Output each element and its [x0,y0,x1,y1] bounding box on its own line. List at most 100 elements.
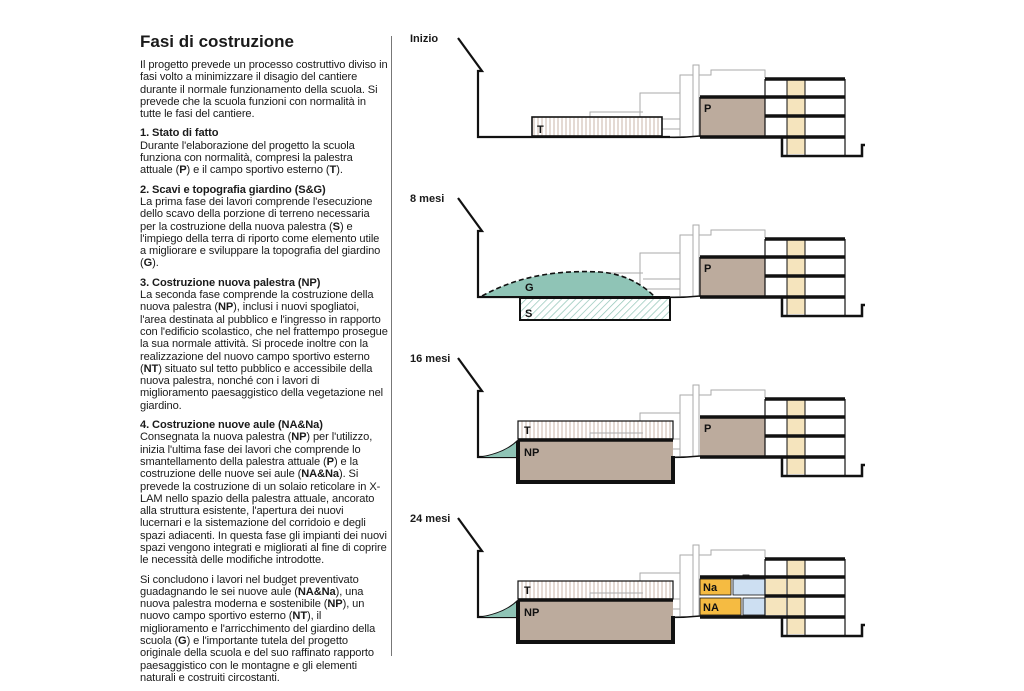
garden-slope-edge [479,599,519,618]
existing-building-outline [639,544,766,592]
section-body-text: ) e l'impiego della terra di riporto com… [140,220,381,270]
existing-gym-P [700,258,765,296]
classroom-extension [766,579,786,595]
outline-behind [589,592,643,598]
section-body-abbr: P [179,164,187,177]
conclusion-paragraph: Si concludono i lavori nel budget preven… [140,574,388,685]
phase-diagram-nuova-palestra: T NP P [457,357,865,484]
cliff-terrain-line [457,197,520,299]
conclusion-text: ), un nuovo campo sportivo esterno ( [140,598,365,623]
phase-label-scavi: 8 mesi [410,193,445,205]
existing-building-outline [639,384,766,432]
phase-label-stato-di-fatto: Inizio [410,33,439,45]
new-gym-walls [516,601,675,644]
conclusion-abbr: G [178,635,187,648]
garden-slope-edge [479,439,519,458]
new-gym-NP [518,601,673,642]
column-divider [391,36,392,656]
label-G: G [525,282,534,294]
ground-slope [661,135,701,139]
section-2: 2. Scavi e topografia giardino (S&G)La p… [140,184,388,270]
section-body-text: Consegnata la nuova palestra ( [140,431,292,444]
label-P: P [704,423,711,435]
section-body-abbr: P [326,455,334,468]
section-body-text: ), inclusi i nuovi spogliatoi, l'area de… [140,301,388,375]
section-body-text: Durante l'elaborazione del progetto la s… [140,139,355,177]
page-title: Fasi di costruzione [140,32,294,51]
existing-gym-P [700,98,765,136]
section-heading: 3. Costruzione nuova palestra (NP) [140,276,321,289]
phase-diagram-scavi: G S P [457,197,865,321]
label-Na: Na [703,582,718,594]
label-S: S [525,308,532,320]
section-body-abbr: G [143,257,153,270]
section-body-abbr: S [332,220,340,233]
existing-building-outline [639,224,766,272]
section-body-text: ). [336,164,343,177]
section-4: 4. Costruzione nuove aule (NA&Na)Consegn… [140,419,388,567]
classroom-Na [699,578,732,596]
cliff-terrain-line [457,37,670,139]
section-heading: 4. Costruzione nuove aule (NA&Na) [140,419,323,432]
section-body-text: ) e la costruzione delle nuove sei aule … [140,455,359,481]
basement-outline [780,137,865,158]
outline-behind [589,432,643,438]
conclusion-abbr: NT [292,610,307,623]
section-body-text: ). Si prevede la costruzione di un solai… [140,468,387,567]
existing-gym-P [700,418,765,456]
conclusion-text: ), una nuova palestra moderna e sostenib… [140,585,364,611]
conclusion-text: ), il miglioramento e l'arricchimento de… [140,610,376,648]
section-body-abbr: NP [291,431,307,444]
phase-label-nuova-palestra: 16 mesi [410,353,451,365]
section-body-text: La prima fase dei lavori comprende l'ese… [140,195,373,233]
section-body-abbr: NT [143,362,159,375]
basement-outline [780,457,865,478]
label-NP: NP [524,447,539,459]
section-body-text: ) per l'utilizzo, inizia l'ultima fase d… [140,431,373,468]
classroom-NA [699,597,742,616]
conclusion-abbr: NP [327,598,343,611]
conclusion-abbr: NA&Na [297,585,336,598]
section-heading: 2. Scavi e topografia giardino (S&G) [140,183,326,196]
label-T: T [537,124,544,136]
section-body-text: ). [152,257,159,270]
section-body-text: ) situato sul tetto pubblico e accessibi… [140,362,384,412]
corridor-upper [732,578,766,596]
outline-roof [589,111,643,117]
section-heading: 1. Stato di fatto [140,127,219,140]
label-P: P [704,103,711,115]
section-body-abbr: T [329,164,337,177]
new-gym-NP [518,441,673,482]
intro-paragraph: Il progetto prevede un processo costrutt… [140,59,388,121]
cliff-terrain-line [457,357,518,459]
section-body-text: ) e il campo sportivo esterno ( [186,164,330,177]
section-body-abbr: NP [217,301,234,314]
garden-mound-G [480,271,655,297]
label-T: T [524,425,531,437]
label-T: T [524,585,531,597]
label-NA: NA [703,602,719,614]
label-P: P [704,263,711,275]
sports-field-T [531,116,663,137]
basement-outline [780,297,865,318]
garden-slope [480,440,518,457]
section-body-abbr: NA&Na [301,468,339,481]
description-column: Fasi di costruzione Il progetto prevede … [140,32,388,691]
cliff-terrain-line [457,517,518,619]
roof-field-T [517,420,674,440]
corridor-lower [742,597,766,616]
label-NP: NP [524,607,539,619]
existing-building-outline [639,64,766,112]
garden-mound-outline [481,270,656,298]
conclusion-text: Si concludono i lavori nel budget preven… [140,573,359,598]
phase-diagram-stato-di-fatto: TP [457,37,865,158]
garden-slope [480,600,518,617]
phase-label-nuove-aule: 24 mesi [410,513,451,525]
basement-outline [780,617,865,638]
excavation-S [519,297,671,321]
classroom-extension [766,598,786,615]
conclusion-text: ) e l'importante tutela del progetto ori… [140,635,374,684]
